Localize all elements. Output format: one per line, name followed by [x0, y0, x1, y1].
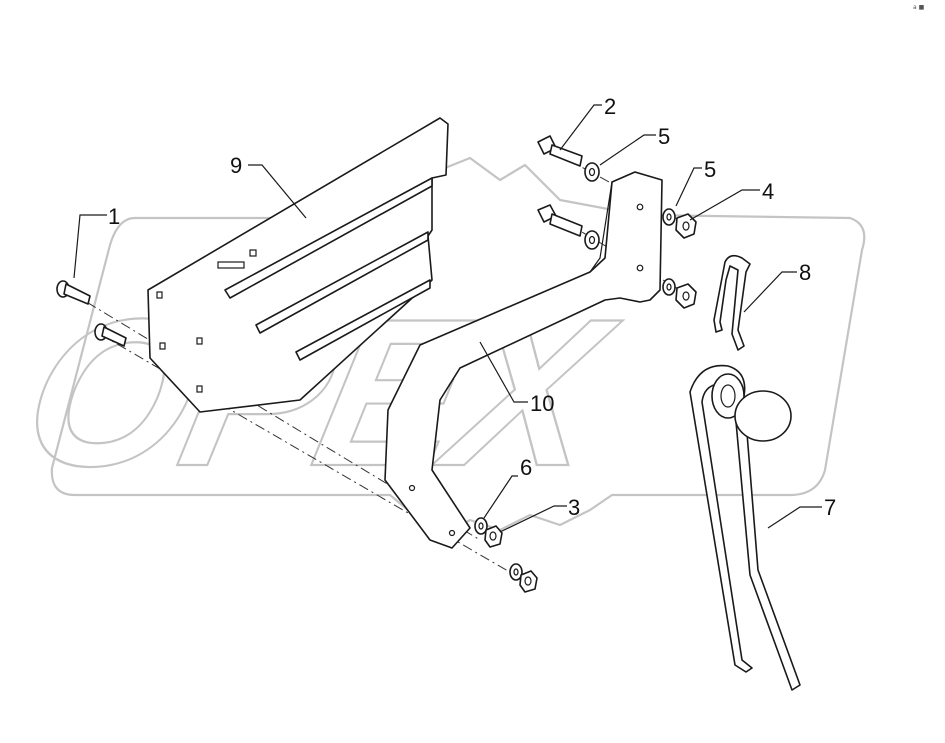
washer-mid — [584, 230, 600, 250]
callout-9: 9 — [230, 153, 242, 178]
corner-mark: a ■ — [913, 4, 925, 11]
callout-10: 10 — [530, 391, 554, 416]
callout-7: 7 — [824, 495, 836, 520]
bolt-upper — [537, 135, 583, 167]
bolt-left-lower — [94, 323, 127, 347]
hitch-pin — [689, 364, 801, 691]
guard-plate — [147, 117, 449, 413]
callout-4: 4 — [762, 179, 774, 204]
callout-5-upper: 5 — [658, 124, 670, 149]
washer-right-lower — [662, 278, 676, 296]
callout-3: 3 — [568, 495, 580, 520]
washer-lower-a — [474, 517, 488, 535]
bolt-lower — [537, 204, 583, 237]
callout-labels: 1 2 3 4 5 5 6 7 8 9 10 — [108, 94, 836, 520]
washer-right-upper — [662, 208, 676, 226]
callout-2: 2 — [604, 94, 616, 119]
washer-upper — [584, 162, 600, 182]
nut-lower — [675, 283, 697, 309]
bolt-left-upper — [56, 280, 91, 305]
callout-8: 8 — [799, 260, 811, 285]
nut-lower-a — [484, 525, 503, 548]
callout-5-right: 5 — [704, 157, 716, 182]
spring-clip — [713, 254, 751, 351]
nut-lower-b — [519, 570, 538, 593]
callout-1: 1 — [108, 204, 120, 229]
washer-lower-b — [509, 563, 523, 581]
bracket-arm — [384, 171, 663, 549]
callout-6: 6 — [520, 455, 532, 480]
leader-lines — [73, 104, 822, 533]
